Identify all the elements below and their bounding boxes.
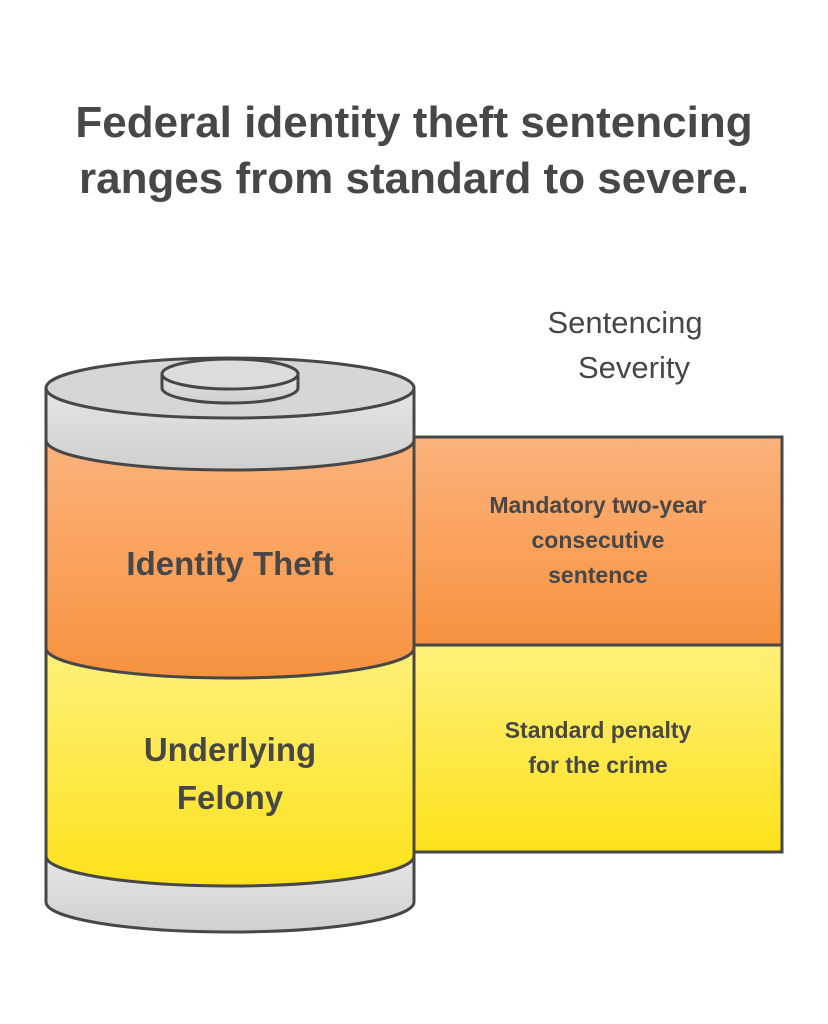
underlying-felony-label: Underlying Felony	[46, 726, 414, 822]
page-title: Federal identity theft sentencing ranges…	[0, 95, 828, 207]
underlying-felony-description-line-1: Standard penalty	[504, 717, 692, 743]
axis-label-line-2: Severity	[578, 350, 690, 385]
identity-theft-description: Mandatory two-year consecutive sentence	[414, 488, 782, 593]
identity-theft-description-line-3: sentence	[548, 562, 648, 588]
axis-label-line-1: Sentencing	[547, 305, 703, 340]
underlying-felony-description-line-2: for the crime	[528, 752, 668, 778]
identity-theft-description-panel	[412, 435, 784, 647]
title-line-2: ranges from standard to severe.	[78, 154, 749, 203]
underlying-felony-description: Standard penalty for the crime	[414, 713, 782, 783]
battery-segment-underlying-felony	[44, 646, 416, 888]
underlying-felony-label-line-1: Underlying	[143, 731, 317, 768]
identity-theft-label: Identity Theft	[126, 545, 334, 582]
severity-axis-label: Sentencing Severity	[500, 300, 750, 390]
underlying-felony-label-line-2: Felony	[176, 779, 284, 816]
underlying-felony-description-panel	[412, 643, 784, 854]
battery-segment-identity-theft	[44, 438, 416, 680]
identity-theft-description-line-1: Mandatory two-year	[489, 492, 707, 518]
title-line-1: Federal identity theft sentencing	[75, 98, 753, 147]
battery-terminal-top	[160, 357, 300, 391]
identity-theft-description-line-2: consecutive	[531, 527, 665, 553]
